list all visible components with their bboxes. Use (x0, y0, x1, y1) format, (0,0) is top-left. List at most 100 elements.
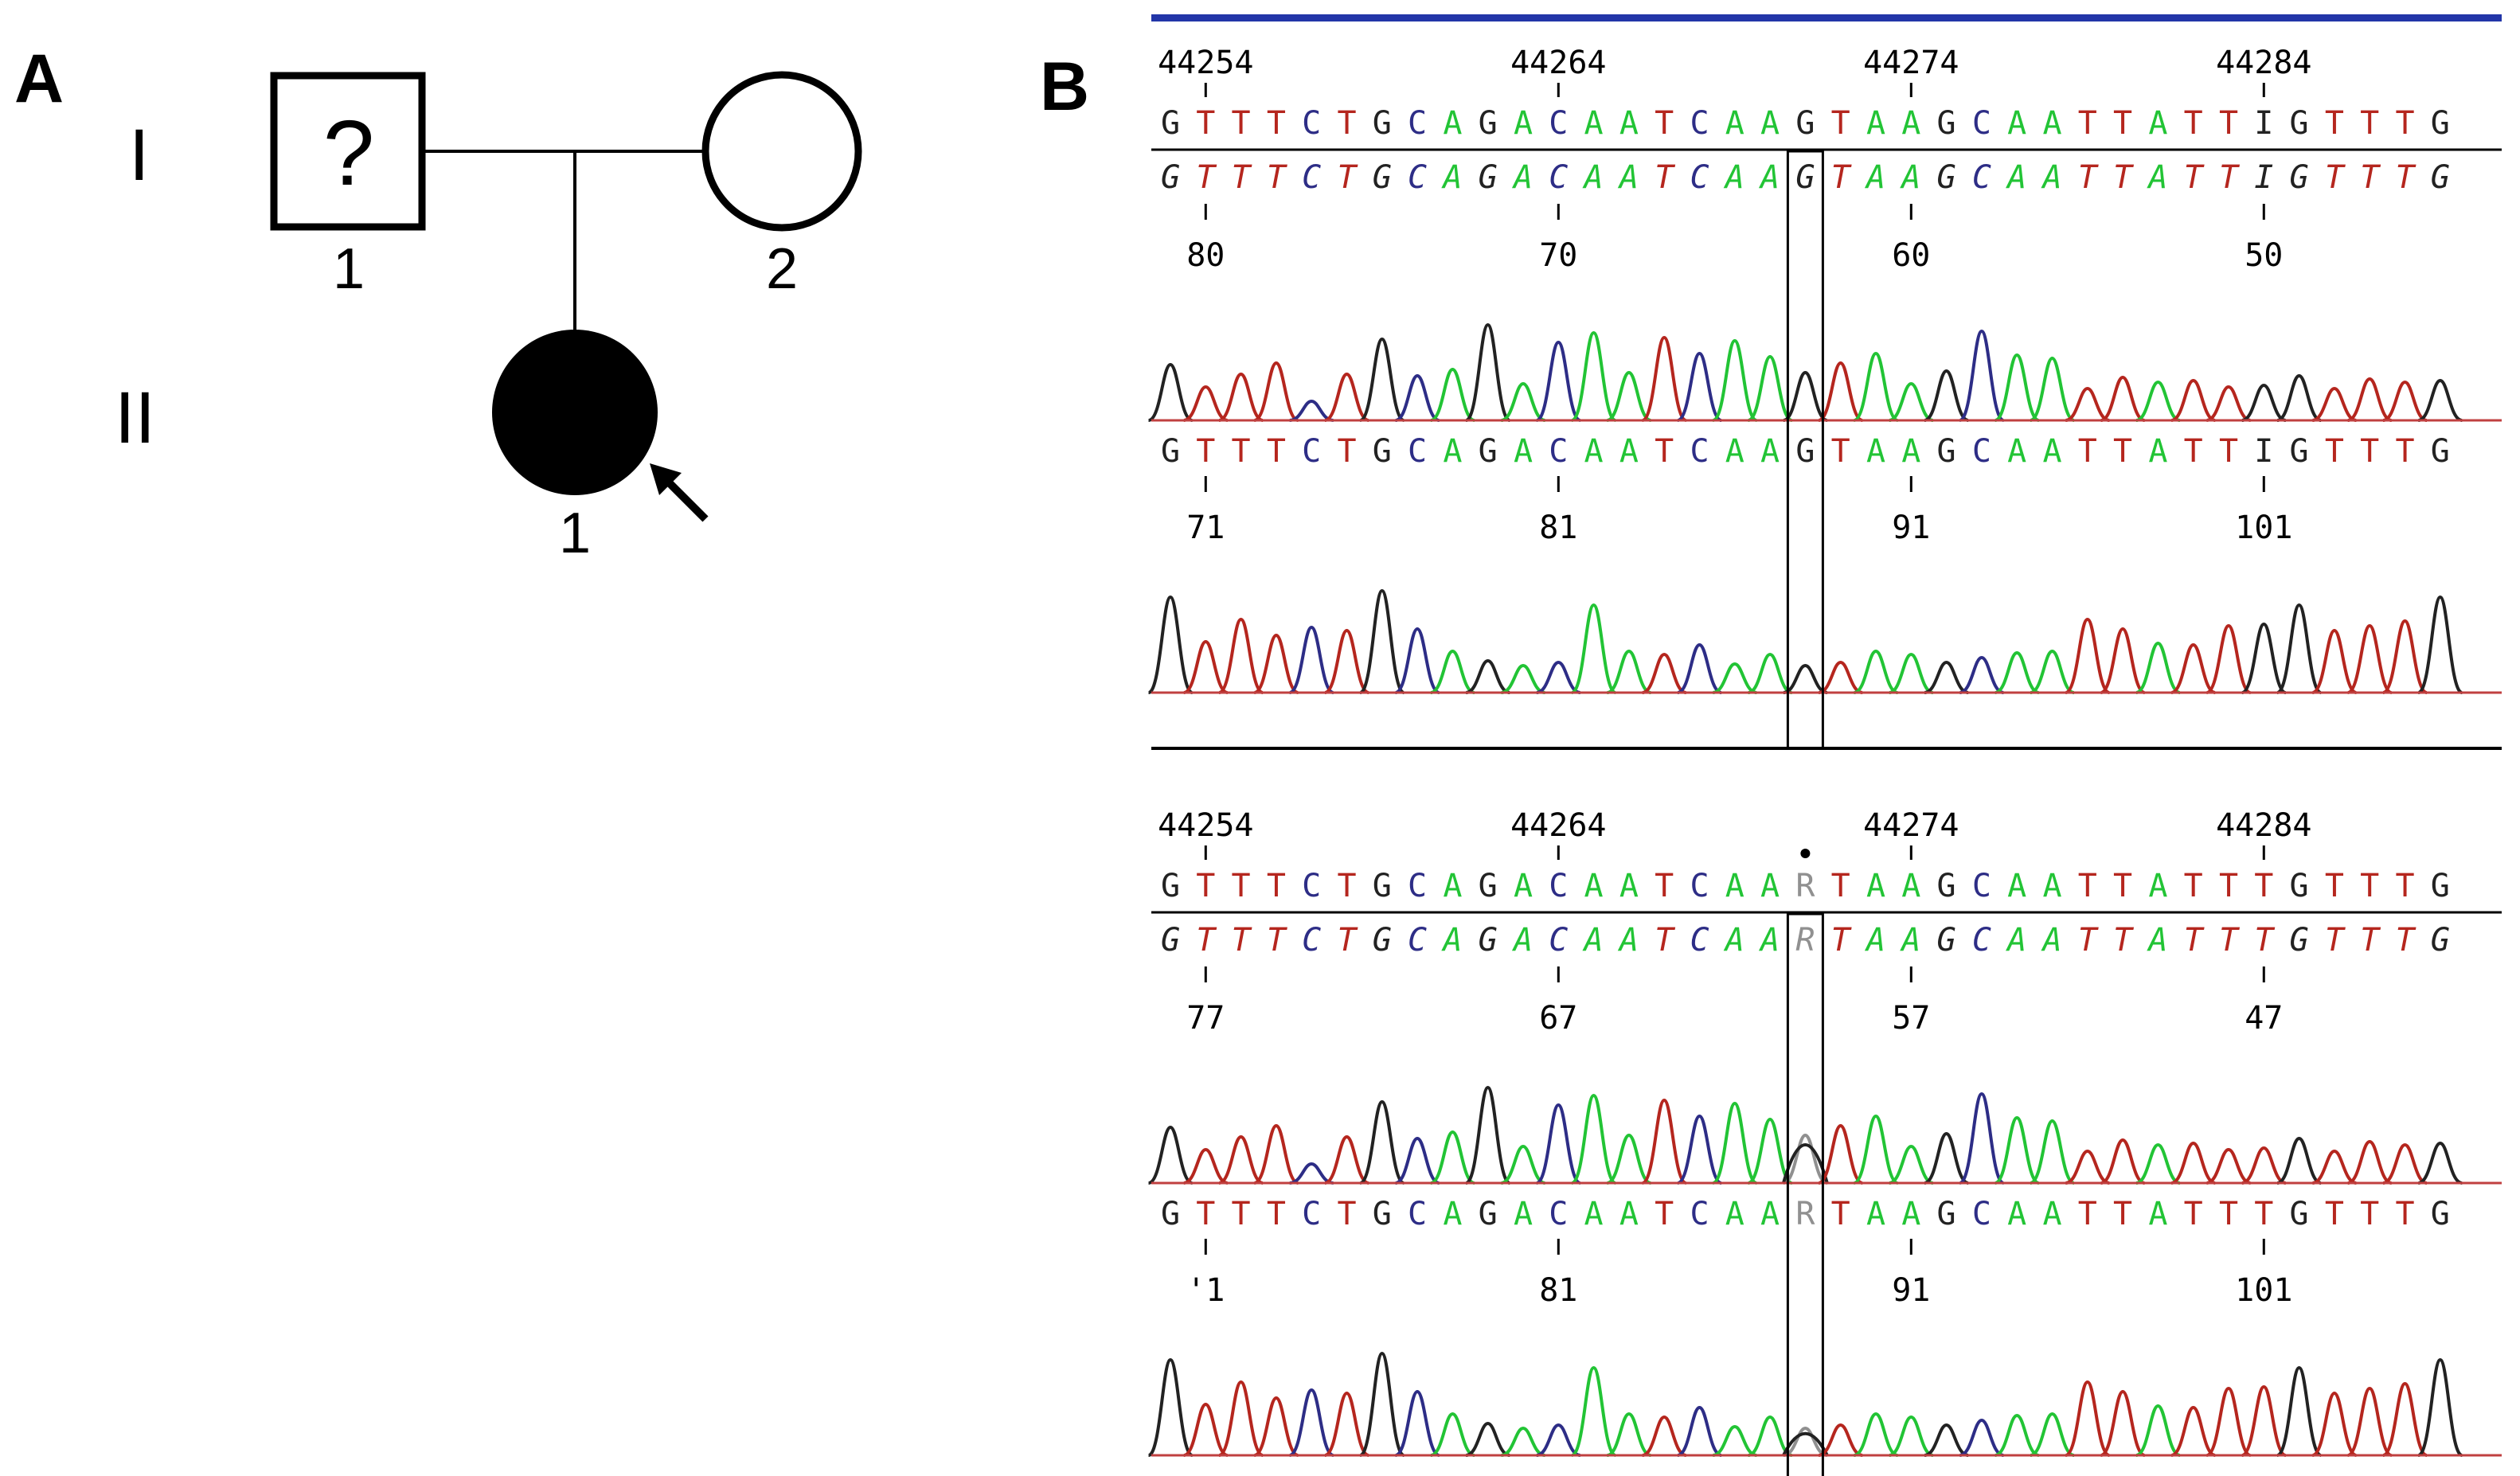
base-call: A (1760, 868, 1780, 904)
base-call: A (2042, 1196, 2061, 1232)
base-call: T (2113, 922, 2135, 959)
base-call: T (1831, 1196, 1850, 1232)
trace-peak (1218, 1380, 1264, 1457)
base-call: T (2113, 433, 2132, 470)
trace-peak (1853, 1412, 1899, 1457)
trace-peak (2205, 623, 2252, 694)
trace-peak (1218, 617, 1264, 694)
base-call: A (2042, 868, 2061, 904)
base-call: C (1972, 922, 1991, 959)
trace-peak (1959, 329, 2005, 422)
trace-peak (1535, 1103, 1581, 1185)
base-call: A (1723, 159, 1744, 196)
base-call: A (1899, 159, 1920, 196)
trace-peak (2135, 641, 2181, 694)
trace-peak (2205, 1147, 2252, 1185)
base-call: G (2431, 1196, 2450, 1232)
base-call: G (1937, 433, 1956, 470)
base-call: C (1690, 1196, 1709, 1232)
trace-peak (1783, 663, 1828, 694)
trace-peak (2030, 1412, 2075, 1457)
panel-b-label: B (1040, 49, 1089, 125)
base-call: T (1831, 433, 1850, 470)
base-call: T (2360, 105, 2379, 142)
base-call: G (1479, 1196, 1498, 1232)
base-call: G (2431, 868, 2450, 904)
trace-peak (2417, 595, 2463, 694)
trace-peak (1430, 1412, 1475, 1457)
proband-arrow-icon (650, 463, 709, 522)
trace-peak (1642, 652, 1687, 694)
base-call: A (2042, 433, 2061, 470)
base-call: A (1758, 159, 1780, 196)
trace-peak (1218, 1134, 1264, 1185)
base-call: C (1690, 159, 1709, 196)
forward-read-position-label: 81 (1539, 1272, 1577, 1309)
base-call: G (2290, 1196, 2309, 1232)
base-call: C (1972, 433, 1991, 470)
trace-peak (1394, 373, 1440, 422)
trace-peak (1324, 1391, 1369, 1457)
base-call: A (2007, 868, 2026, 904)
forward-read-position-label: 101 (2235, 1272, 2292, 1309)
trace-peak (2205, 385, 2252, 422)
mother-number: 2 (766, 237, 798, 301)
trace-peak (1747, 652, 1793, 694)
base-call: G (2290, 159, 2309, 196)
base-call: A (1619, 105, 1639, 142)
base-call: T (1196, 159, 1217, 196)
trace-peak (1253, 1396, 1299, 1457)
reverse-read-position-label: 57 (1892, 1000, 1930, 1037)
trace-peak (1465, 1085, 1511, 1185)
father-number: 1 (333, 237, 365, 301)
base-call: A (1619, 1196, 1639, 1232)
forward-read-position-label: 81 (1539, 510, 1577, 546)
reverse-read-position-label: 80 (1186, 237, 1225, 274)
base-call: A (1723, 922, 1744, 959)
base-call: G (1795, 433, 1815, 470)
base-call: G (1373, 1196, 1392, 1232)
base-call: A (2005, 159, 2026, 196)
base-call: T (1337, 105, 1356, 142)
base-call: C (1302, 1196, 1321, 1232)
base-call: G (2431, 159, 2450, 196)
base-call: T (2078, 159, 2100, 196)
trace-peak (1924, 369, 1969, 422)
base-call: C (1972, 159, 1991, 196)
base-call: A (1901, 868, 1920, 904)
reference-position-label: 44264 (1510, 807, 1606, 844)
base-call: T (2219, 922, 2241, 959)
reverse-read-trace (1147, 1085, 2502, 1185)
trace-peak (2276, 373, 2322, 422)
father-square (270, 72, 426, 231)
trace-peak (1359, 1351, 1405, 1457)
trace-peak (2100, 1138, 2146, 1185)
trace-peak (2065, 1380, 2111, 1457)
base-call: A (1725, 105, 1744, 142)
trace-peak (1606, 649, 1652, 694)
trace-peak (2276, 1136, 2322, 1185)
trace-peak (1853, 649, 1899, 694)
trace-peak (2241, 1384, 2287, 1457)
forward-read-position-label: 71 (1186, 510, 1225, 546)
trace-peak (1818, 361, 1864, 422)
base-call: T (2078, 105, 2097, 142)
base-call: T (2254, 1196, 2273, 1232)
trace-peak (2417, 1141, 2463, 1185)
pedigree-panel: A I II ? 1 2 1 (14, 41, 862, 565)
base-call: T (1267, 1196, 1286, 1232)
base-call: A (1440, 922, 1462, 959)
base-call: T (2219, 868, 2238, 904)
base-call: T (1337, 433, 1356, 470)
trace-peak (1430, 649, 1475, 694)
reference-position-label: 44284 (2216, 807, 2311, 844)
trace-peak (1924, 1423, 1969, 1457)
trace-peak (2065, 1149, 2110, 1185)
generation-label-i: I (129, 115, 150, 196)
base-call: T (1655, 105, 1674, 142)
base-call: T (2184, 105, 2203, 142)
base-call: T (2395, 1196, 2414, 1232)
